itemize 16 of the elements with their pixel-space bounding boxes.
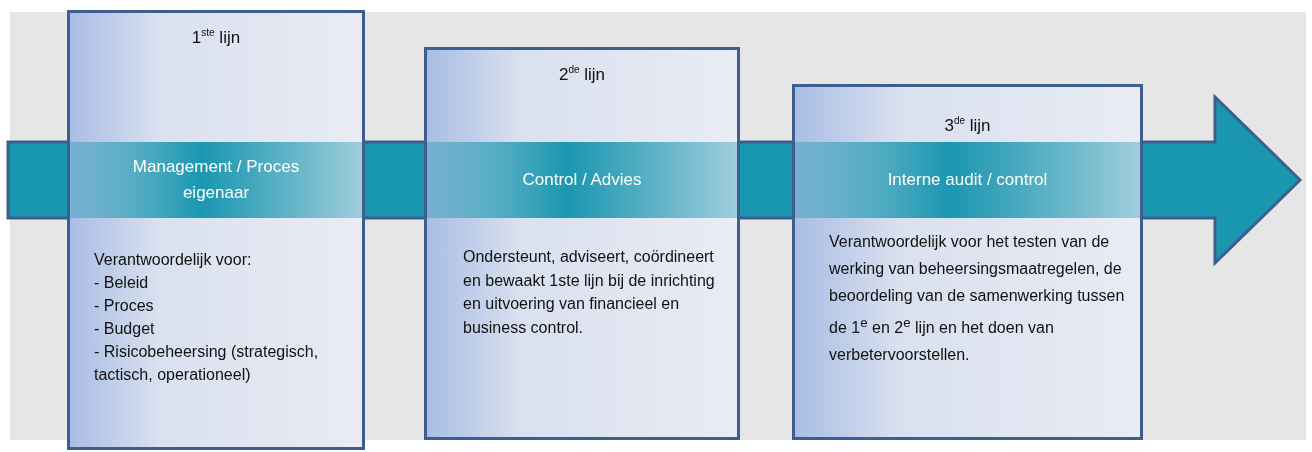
stage-card: [424, 47, 740, 440]
stage-card: [67, 10, 365, 450]
description-text: Verantwoordelijk voor:: [94, 250, 253, 270]
description-text: Ondersteunt, adviseert, coördineert en bewaakt 1ste lijn bij de inrichting en uitvoering van financieel en business control.: [463, 247, 716, 338]
card-heading: 1$^{ste}$ lijn: [190, 27, 242, 48]
stage-card: [792, 84, 1143, 440]
description-text: - Budget: [94, 319, 156, 339]
description-text: - Proces: [94, 296, 155, 316]
card-heading: 2$^{de}$ lijn: [557, 64, 607, 85]
band-label: Management / Proces eigenaar: [131, 156, 301, 204]
band-label: Interne audit / control: [886, 169, 1049, 191]
description-text: Verantwoordelijk voor het testen van de werking van beheersingsmaatregelen, de beoordeling van de samenwerking tussen de 1$^{e}$ en 2$^{e}$ lijn en het doen van verbetervoorstellen.: [829, 232, 1126, 366]
card-heading: 3$^{de}$ lijn: [943, 115, 992, 136]
band-label: Control / Advies: [521, 169, 643, 191]
description-text: - Risicobeheersing (strategisch, tactisch, operationeel): [94, 342, 320, 385]
description-text: - Beleid: [94, 273, 150, 293]
